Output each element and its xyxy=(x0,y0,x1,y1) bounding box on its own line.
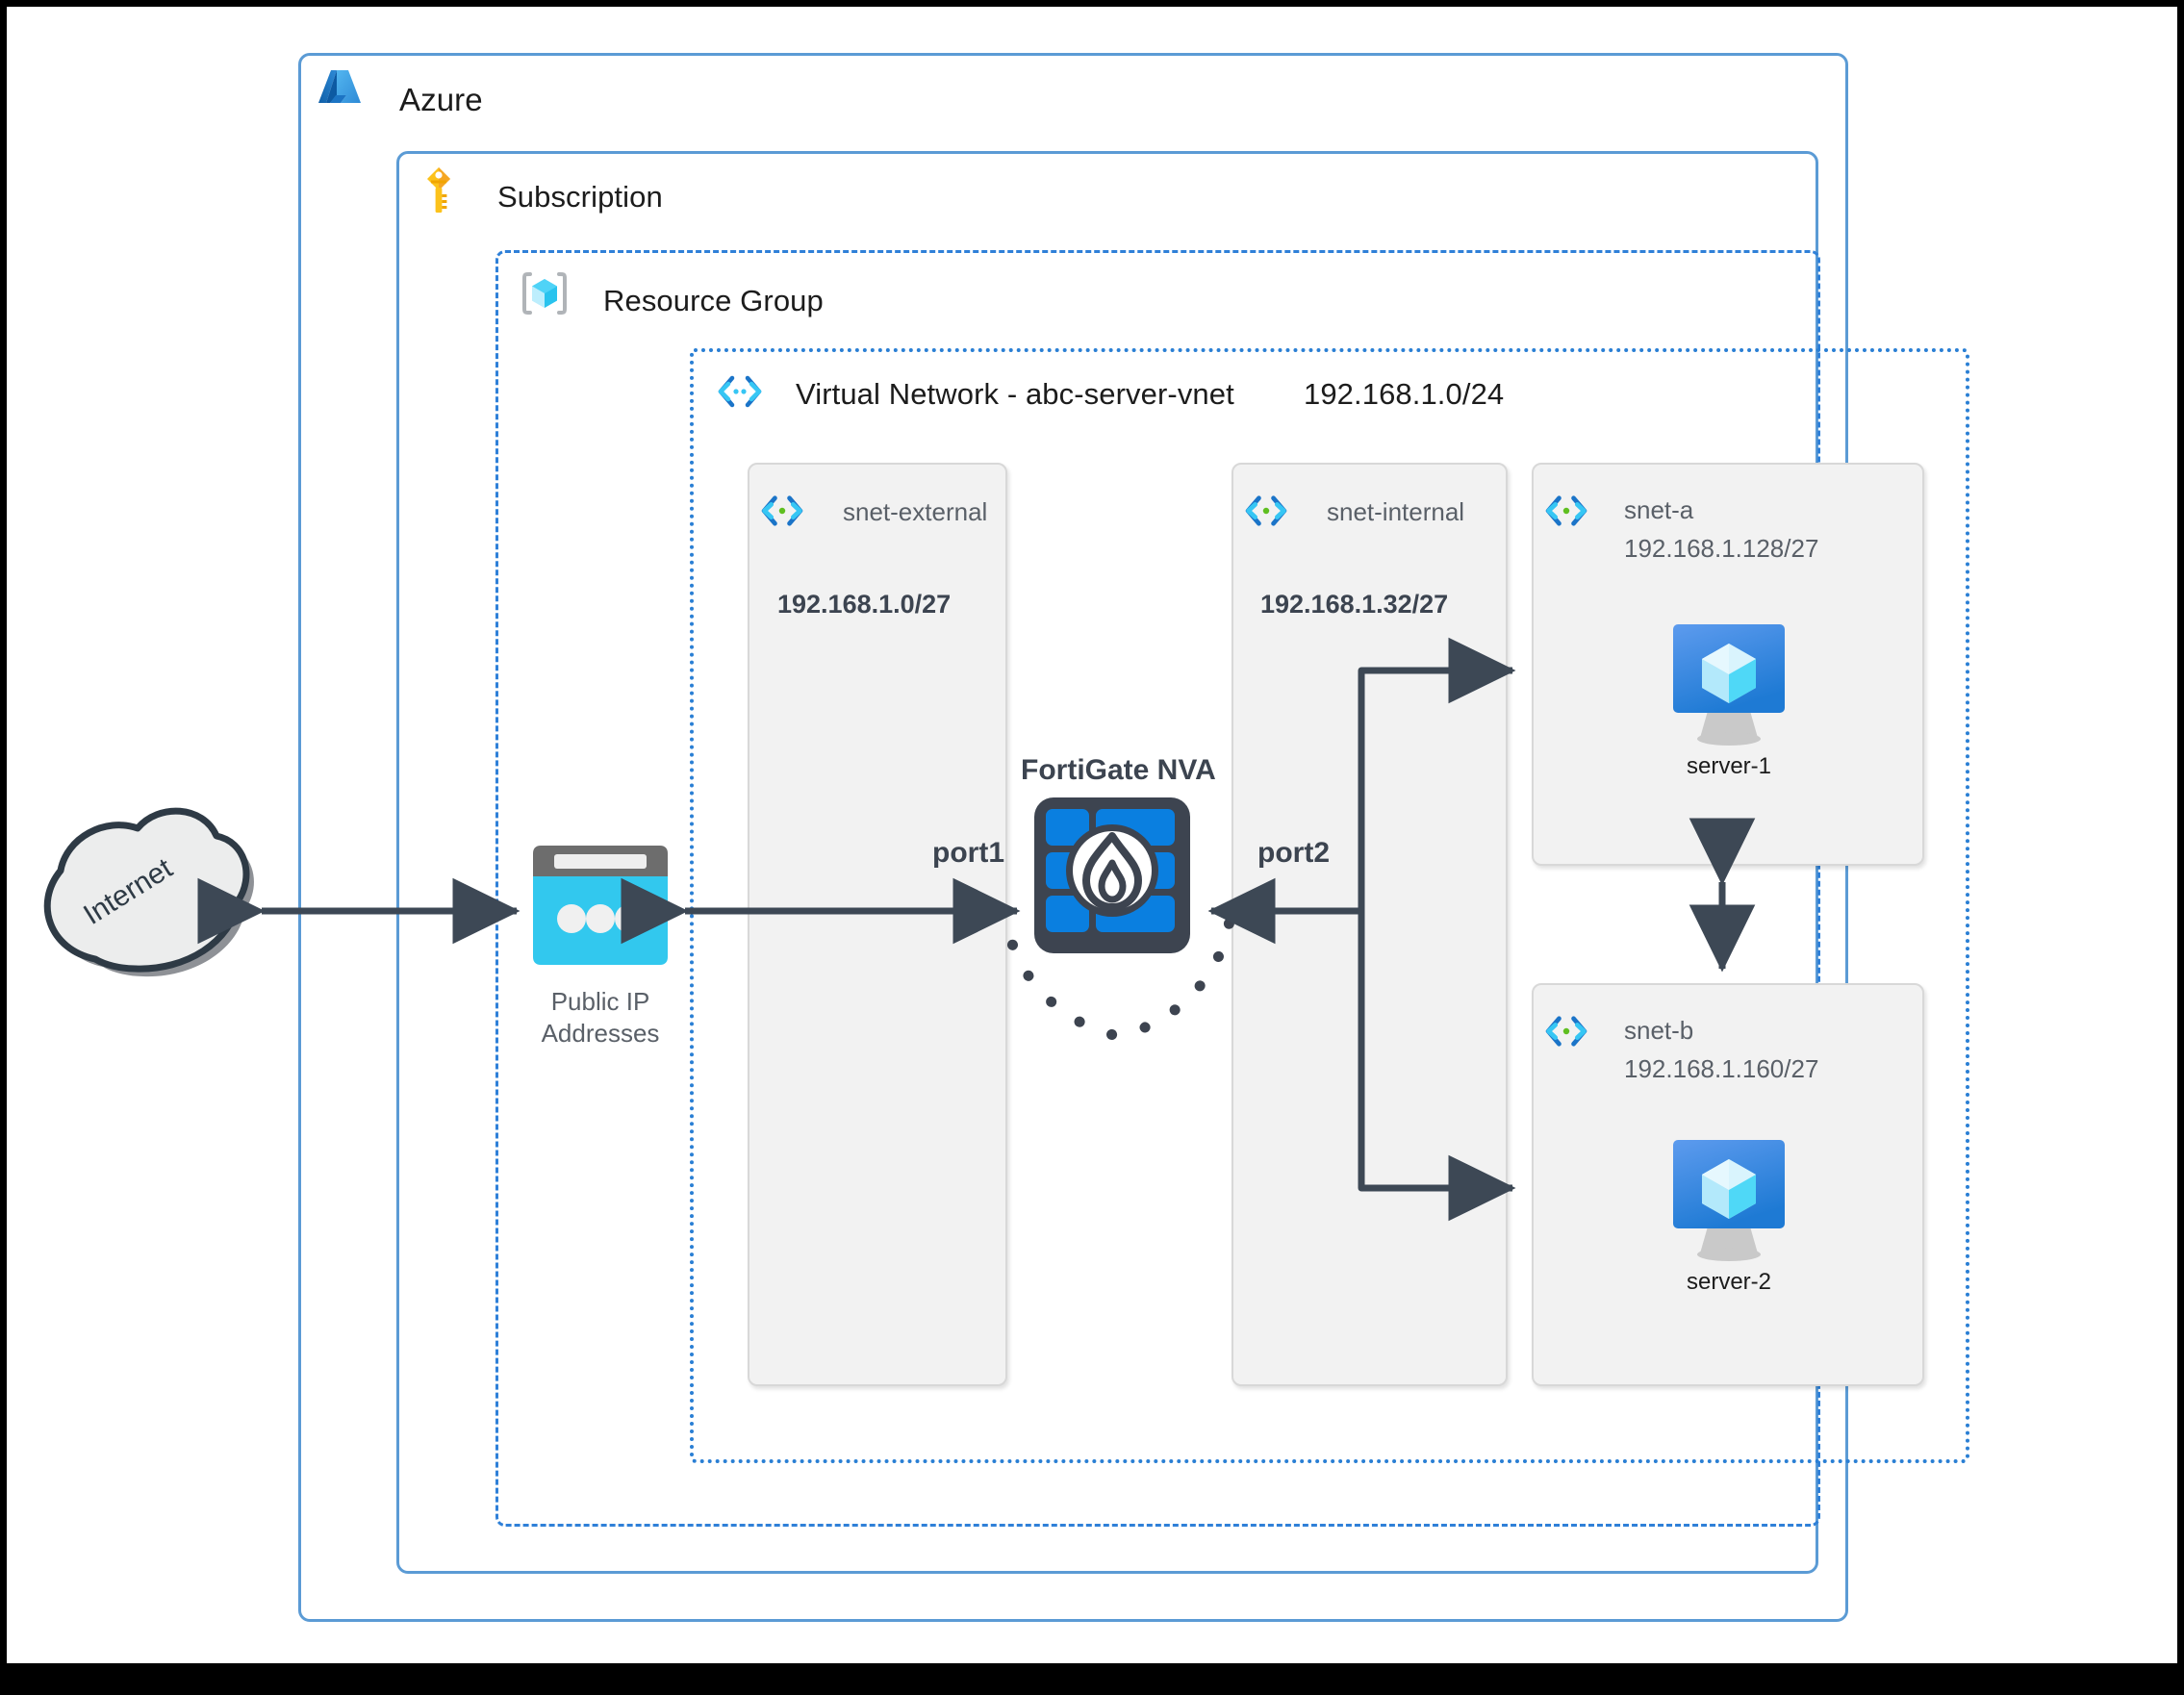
vm-name-server-2: server-2 xyxy=(1686,1269,1772,1295)
vm-name-server-1: server-1 xyxy=(1686,753,1772,779)
subnet-icon xyxy=(759,494,805,527)
port1-label: port1 xyxy=(932,837,1004,869)
port2-label: port2 xyxy=(1257,837,1330,869)
subnet-icon xyxy=(1543,1015,1589,1048)
subnet-icon xyxy=(1543,494,1589,527)
public-ip-label-line1: Public IP xyxy=(550,987,650,1016)
subnet-cidr-snet-b: 192.168.1.160/27 xyxy=(1624,1054,1819,1083)
link-port2-snet-b xyxy=(1358,911,1516,1222)
subnet-name-snet-external: snet-external xyxy=(843,497,988,526)
azure-logo-icon xyxy=(317,66,363,114)
resource-group-cube-icon xyxy=(521,270,569,316)
diagram-page: Azure Subscription xyxy=(7,7,2177,1663)
connector-layer xyxy=(197,637,1756,1222)
virtual-machine-icon: server-1 xyxy=(1633,607,1825,779)
azure-title: Azure xyxy=(399,82,483,117)
resource-group-title: Resource Group xyxy=(603,284,824,317)
key-icon xyxy=(422,166,455,216)
virtual-machine-icon: server-2 xyxy=(1633,1123,1825,1295)
firewall-icon xyxy=(1025,788,1200,963)
nva-title: FortiGate NVA xyxy=(1021,754,1216,786)
subnet-name-snet-b: snet-b xyxy=(1624,1016,1694,1045)
link-port2-snet-a xyxy=(1358,637,1516,911)
subnet-name-snet-internal: snet-internal xyxy=(1327,497,1465,526)
public-ip-label-line2: Addresses xyxy=(541,1018,660,1048)
public-ip-label: Public IP Addresses xyxy=(495,986,706,1049)
subnet-name-snet-a: snet-a xyxy=(1624,495,1694,524)
subnet-icon xyxy=(1243,494,1289,527)
vnet-icon xyxy=(716,374,764,409)
subnet-cidr-snet-internal: 192.168.1.32/27 xyxy=(1260,590,1449,619)
vnet-title: Virtual Network - abc-server-vnet xyxy=(796,377,1234,411)
subnet-cidr-snet-a: 192.168.1.128/27 xyxy=(1624,534,1819,563)
subnet-cidr-snet-external: 192.168.1.0/27 xyxy=(777,590,952,619)
subnet-box-snet-internal xyxy=(1232,463,1508,1386)
subscription-title: Subscription xyxy=(497,180,663,214)
vnet-cidr: 192.168.1.0/24 xyxy=(1304,377,1505,411)
